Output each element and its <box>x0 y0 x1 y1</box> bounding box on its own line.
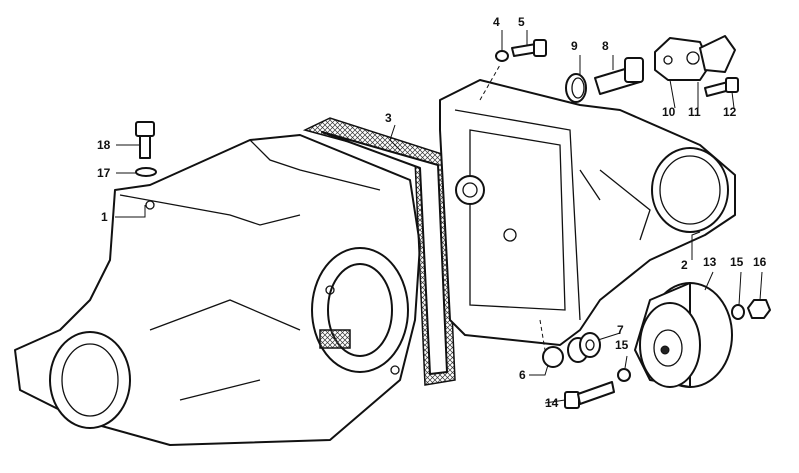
sensor-8 <box>594 57 644 95</box>
callout-15a: 15 <box>730 255 744 269</box>
bolt-5 <box>495 39 547 62</box>
callout-3: 3 <box>385 111 392 125</box>
washer-15 <box>731 304 745 320</box>
nut-16 <box>747 299 771 319</box>
o-ring-9 <box>565 73 587 103</box>
housing-cover <box>439 79 736 346</box>
gasket <box>302 117 456 386</box>
callout-17: 17 <box>97 166 111 180</box>
rubber-mount-13 <box>634 282 733 388</box>
callout-2: 2 <box>681 258 688 272</box>
washer-15b <box>617 368 631 382</box>
callout-7: 7 <box>617 323 624 337</box>
callout-8: 8 <box>602 39 609 53</box>
callout-11: 11 <box>688 105 701 119</box>
leader-lines <box>115 30 763 404</box>
bolt-14 <box>564 381 615 409</box>
callout-14: 14 <box>545 396 559 410</box>
washer-6 <box>542 346 564 368</box>
callout-6: 6 <box>519 368 526 382</box>
washer-17 <box>135 167 157 177</box>
callout-4: 4 <box>493 15 500 29</box>
callout-13: 13 <box>703 255 717 269</box>
bolt-18 <box>135 121 155 159</box>
differential-housing <box>14 134 421 446</box>
callout-10: 10 <box>662 105 676 119</box>
bushing-7 <box>567 332 601 363</box>
callout-16: 16 <box>753 255 767 269</box>
callout-1: 1 <box>101 210 108 224</box>
callout-5: 5 <box>518 15 525 29</box>
callout-9: 9 <box>571 39 578 53</box>
bolt-12 <box>704 77 739 97</box>
bracket-10-11 <box>654 35 736 81</box>
callout-12: 12 <box>723 105 737 119</box>
callout-15b: 15 <box>615 338 629 352</box>
callout-18: 18 <box>97 138 111 152</box>
